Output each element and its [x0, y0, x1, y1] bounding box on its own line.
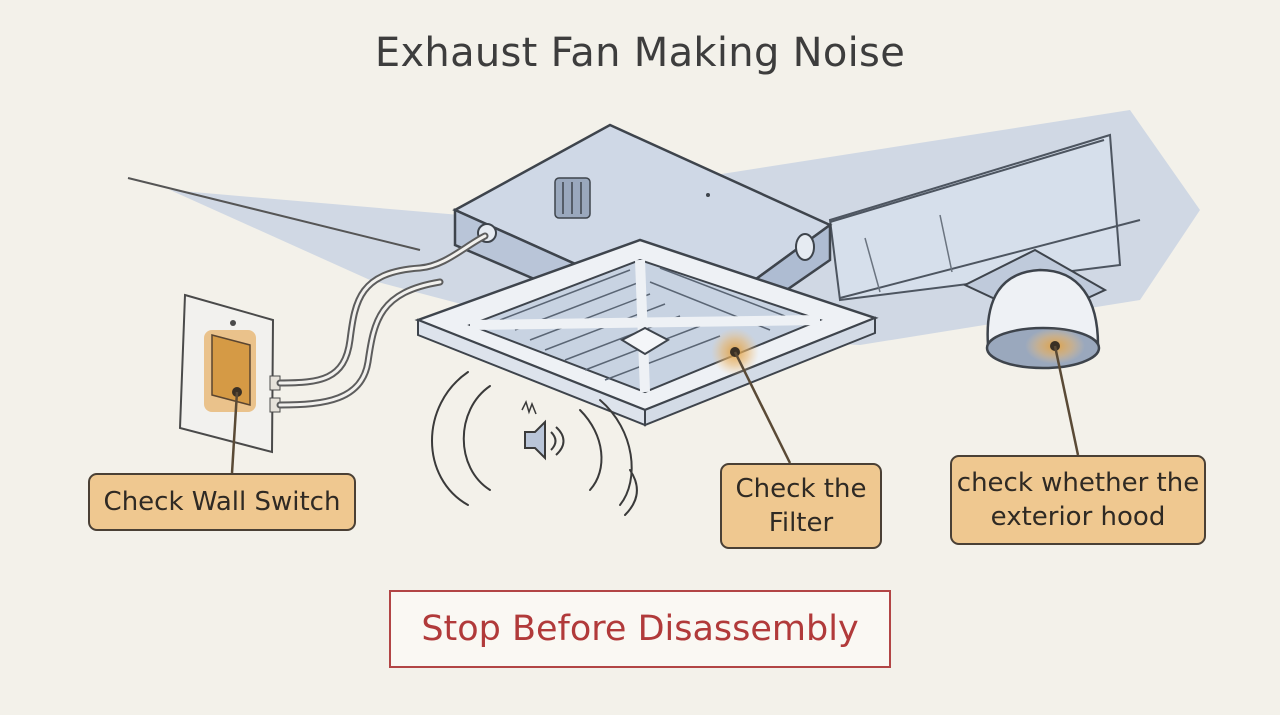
wall-switch: [178, 293, 281, 454]
hood-leader: [1053, 345, 1080, 456]
fan-grille: [414, 238, 879, 427]
page-title: Exhaust Fan Making Noise: [374, 30, 906, 76]
exterior-hood: [962, 248, 1108, 370]
filter-leader: [733, 351, 792, 464]
switch-leader: [230, 391, 239, 474]
callout-check-exterior-hood: check whether the exterior hood: [950, 455, 1206, 545]
ceiling-edge-line: [127, 177, 421, 251]
warning-banner: Stop Before Disassembly: [389, 590, 891, 668]
sound-waves-icon: [431, 371, 638, 516]
callout-check-filter: Check the Filter: [720, 463, 882, 549]
speaker-icon: [521, 399, 565, 461]
callout-check-wall-switch: Check Wall Switch: [88, 473, 356, 531]
